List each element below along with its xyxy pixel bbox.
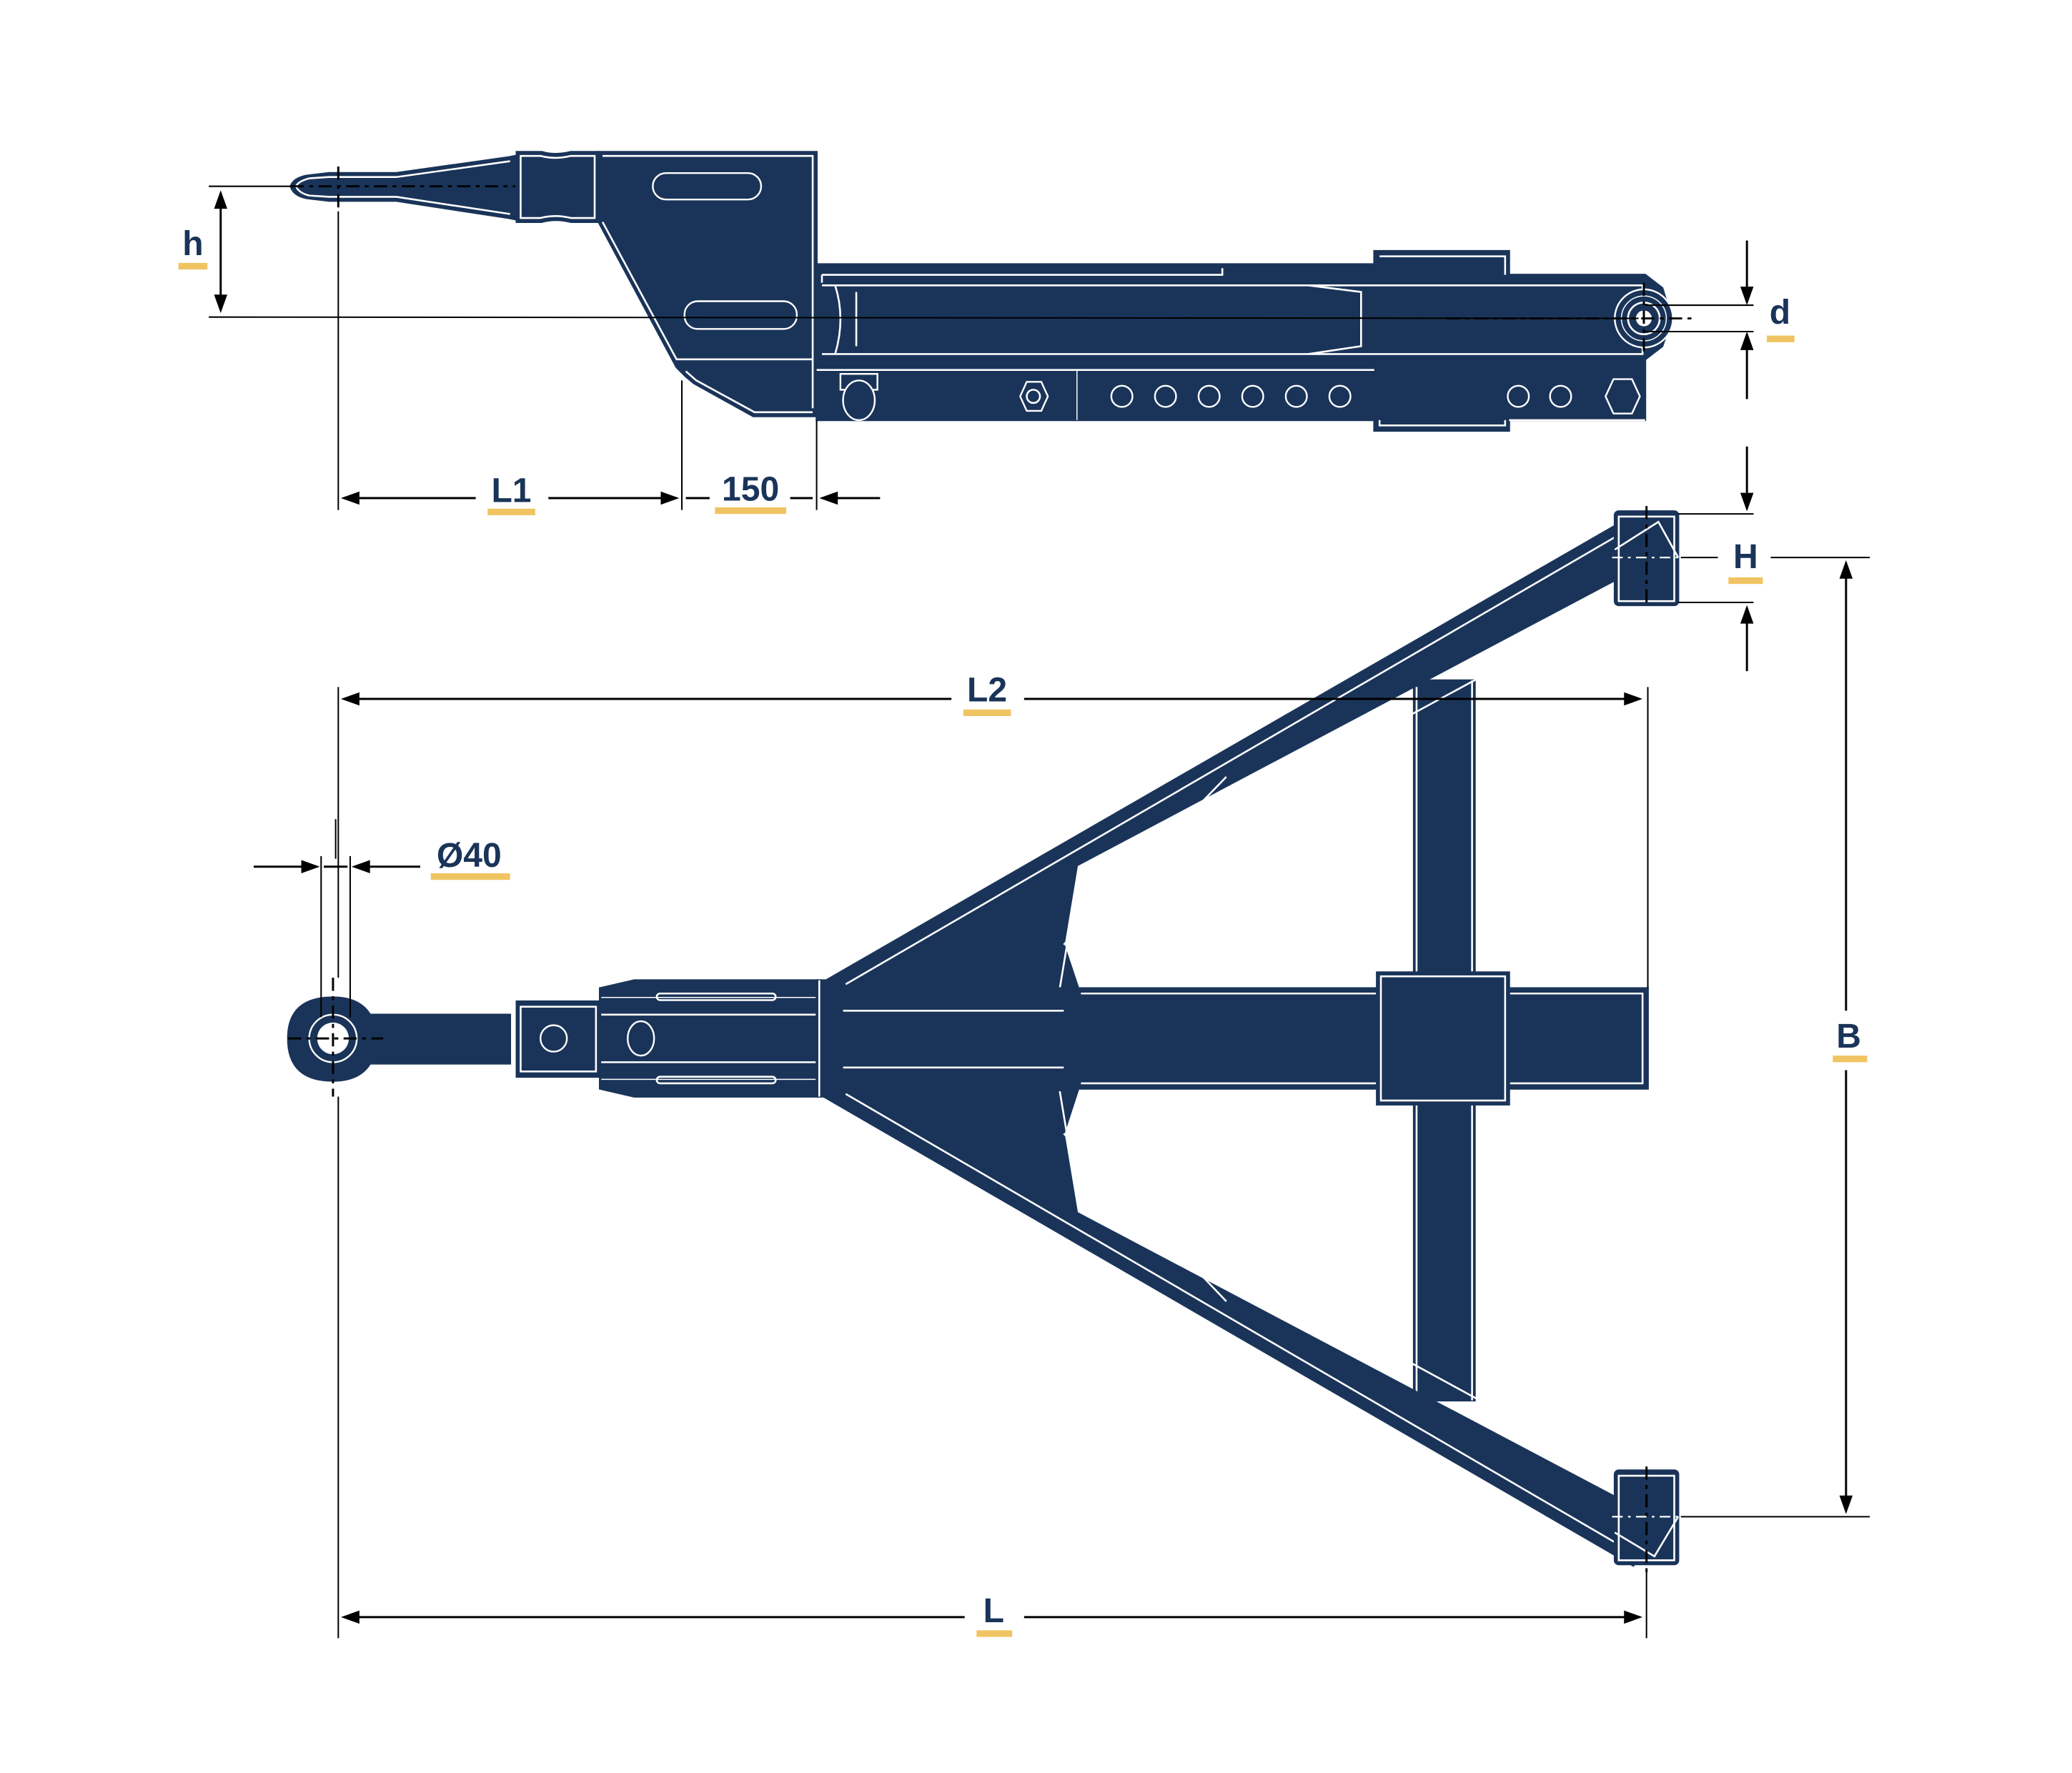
side-bracket: [598, 151, 818, 417]
label-d: d: [1770, 293, 1790, 332]
dimension-label-dia40: Ø40: [430, 836, 510, 880]
side-slot-lower: [683, 300, 798, 330]
label-150: 150: [722, 470, 779, 509]
top-arm-upper: [817, 514, 1670, 1005]
label-L1: L1: [491, 472, 531, 510]
side-slot-upper: [652, 172, 763, 201]
side-hex-nut-right: [1605, 378, 1641, 414]
top-lug-lower: [1612, 1466, 1681, 1572]
label-dia40: Ø40: [437, 836, 502, 875]
top-arm-lower: [817, 1071, 1670, 1567]
dimension-label-d: d: [1766, 293, 1795, 342]
top-view: [287, 506, 1681, 1572]
side-adjustment-holes: [1110, 384, 1572, 408]
side-drawbar-tongue: [289, 154, 517, 221]
label-h: h: [182, 224, 203, 263]
top-lug-upper: [1612, 506, 1681, 608]
label-L: L: [983, 1591, 1004, 1630]
side-lock-pin: [842, 379, 876, 422]
dimension-label-L2: L2: [963, 671, 1011, 717]
dimension-label-150: 150: [715, 470, 787, 515]
label-L2: L2: [967, 671, 1007, 710]
dimension-label-B: B: [1833, 1017, 1868, 1063]
side-hex-nut-left: [1018, 381, 1049, 412]
top-center-beam: [818, 987, 1649, 1090]
side-view-dimensions: [209, 166, 1754, 510]
top-view-dimensions: [253, 446, 1870, 1639]
top-center-block: [1376, 971, 1510, 1106]
dimension-label-L: L: [976, 1591, 1013, 1637]
side-view: [289, 151, 1674, 432]
side-collar: [515, 151, 600, 223]
dimension-label-H: H: [1728, 537, 1763, 585]
label-B: B: [1836, 1017, 1861, 1056]
dimension-label-h: h: [178, 224, 208, 270]
label-H: H: [1733, 537, 1758, 576]
dimension-label-L1: L1: [487, 472, 535, 516]
